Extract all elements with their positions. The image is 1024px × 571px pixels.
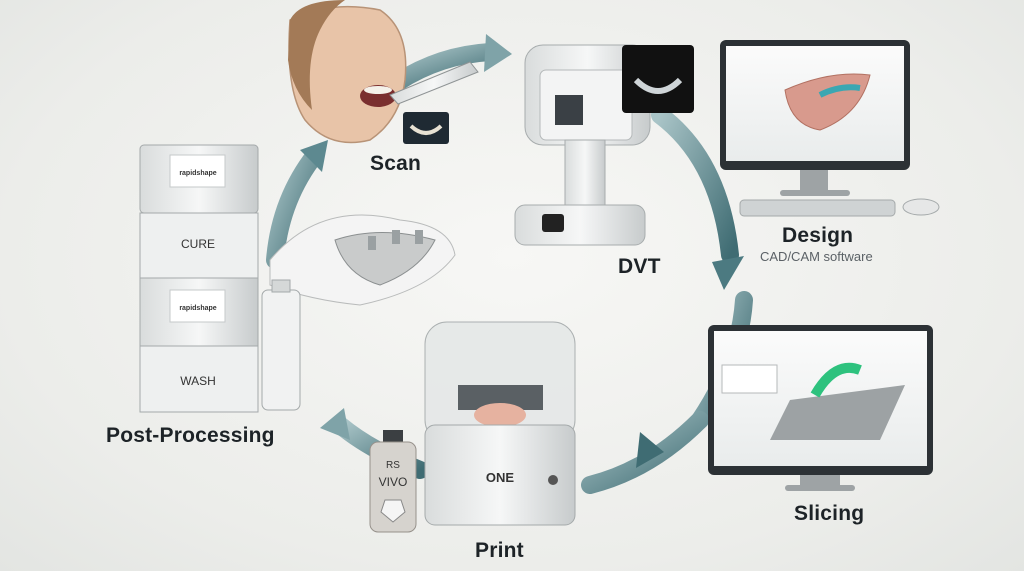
arrow-head-print (636, 432, 664, 468)
arrow-head-dvt (484, 34, 512, 72)
bottle-product: VIVO (379, 475, 408, 489)
gloved-hand-illustration (269, 214, 456, 306)
arrow-dvt-to-design (651, 106, 739, 264)
step-label-design: Design (782, 224, 854, 247)
arrow-head-post (320, 408, 350, 440)
step-label-slicing: Slicing (794, 502, 865, 525)
step-label-print: Print (475, 539, 524, 562)
step-sublabel-design: CAD/CAM software (760, 249, 873, 264)
step-label-scan: Scan (370, 152, 421, 175)
printer-badge: ONE (486, 470, 515, 485)
resin-bottle-illustration: RS VIVO (369, 430, 417, 533)
post-processing-units: rapidshape CURE rapidshape WASH (139, 144, 301, 413)
wash-unit-brand: rapidshape (179, 305, 216, 312)
bottle-brand: RS (386, 460, 400, 471)
dvt-machine-illustration (514, 44, 694, 246)
arrow-head-design (712, 256, 744, 290)
jaw-scan-thumbnail (403, 112, 449, 144)
step-label-post-processing: Post-Processing (106, 424, 275, 447)
cure-unit-brand: rapidshape (179, 170, 216, 177)
patient-face-illustration (288, 0, 479, 144)
arrow-scan-to-dvt (389, 43, 499, 91)
arrow-post-to-scan (266, 146, 324, 269)
design-monitor-illustration (720, 40, 940, 217)
wash-unit-label: WASH (180, 374, 216, 388)
step-label-dvt: DVT (618, 255, 661, 278)
arrow-head-scan (300, 140, 328, 172)
slicing-monitor-illustration (708, 325, 933, 491)
cure-unit-label: CURE (181, 237, 215, 251)
printer-illustration: ONE (424, 321, 576, 526)
